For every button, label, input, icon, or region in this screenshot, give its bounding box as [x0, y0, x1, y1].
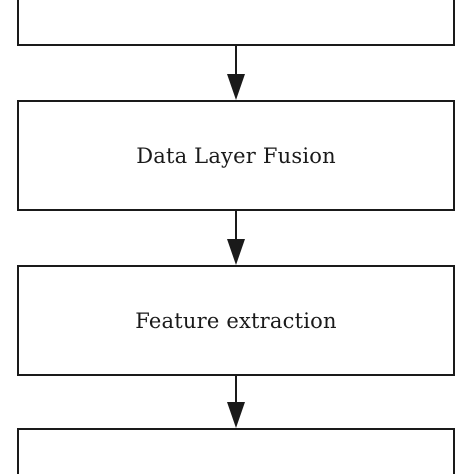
- arrowhead-icon: [227, 239, 245, 265]
- node-label-data-layer-fusion: Data Layer Fusion: [136, 143, 336, 168]
- arrowhead-icon: [227, 74, 245, 100]
- flowchart-node-top: [17, 0, 455, 46]
- flowchart-node-data-layer-fusion: Data Layer Fusion: [17, 100, 455, 211]
- flowchart-node-feature-extraction: Feature extraction: [17, 265, 455, 376]
- arrowhead-icon: [227, 402, 245, 428]
- node-label-feature-extraction: Feature extraction: [135, 308, 337, 333]
- flowchart-node-bottom: [17, 428, 455, 474]
